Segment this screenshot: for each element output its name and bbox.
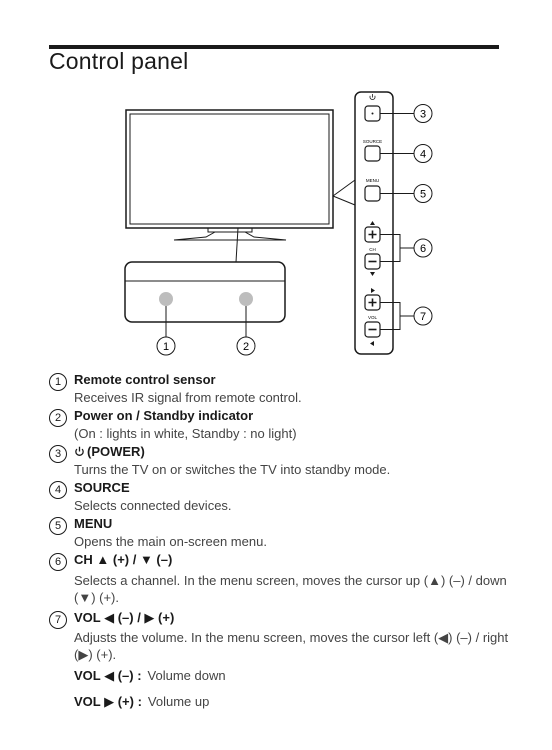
item-desc: Selects a channel. In the menu screen, m… bbox=[74, 573, 507, 605]
vol-up-key: VOL ▶ (+) : bbox=[74, 694, 142, 709]
svg-text:1: 1 bbox=[163, 341, 169, 353]
item-desc: (On : lights in white, Standby : no ligh… bbox=[74, 426, 297, 441]
svg-text:MENU: MENU bbox=[366, 178, 379, 183]
svg-text:7: 7 bbox=[420, 311, 426, 323]
item-number: 4 bbox=[49, 481, 67, 499]
item-title: VOL ◀ (–) / ▶ (+) bbox=[74, 610, 175, 625]
vol-down-key: VOL ◀ (–) : bbox=[74, 668, 142, 683]
power-indicator-dot bbox=[239, 292, 253, 306]
item-desc: Opens the main on-screen menu. bbox=[74, 534, 267, 549]
vol-down-note: VOL ◀ (–) : Volume down bbox=[74, 668, 226, 684]
power-icon bbox=[369, 94, 376, 100]
item-desc: Adjusts the volume. In the menu screen, … bbox=[74, 630, 509, 662]
svg-text:4: 4 bbox=[420, 149, 426, 161]
item-title: Remote control sensor bbox=[74, 372, 216, 387]
svg-text:VOL: VOL bbox=[368, 315, 378, 320]
control-panel-diagram: 1 2 SOURCE MENU CH VOL bbox=[124, 91, 433, 356]
power-icon bbox=[75, 446, 84, 456]
item-number: 1 bbox=[49, 373, 67, 391]
vol-down-value: Volume down bbox=[147, 668, 226, 683]
item-title: CH ▲ (+) / ▼ (–) bbox=[74, 552, 173, 567]
item-title-wrap: (POWER) bbox=[74, 444, 145, 459]
header-rule bbox=[49, 45, 499, 49]
magnified-bottom-panel: 1 2 bbox=[124, 261, 286, 356]
page-title: Control panel bbox=[49, 48, 189, 74]
vol-up-value: Volume up bbox=[147, 694, 210, 709]
svg-text:3: 3 bbox=[420, 109, 426, 121]
remote-sensor-dot bbox=[159, 292, 173, 306]
item-desc: Receives IR signal from remote control. bbox=[74, 390, 302, 405]
item-number: 2 bbox=[49, 409, 67, 427]
item-desc: Turns the TV on or switches the TV into … bbox=[74, 462, 391, 477]
svg-text:2: 2 bbox=[243, 341, 249, 353]
side-button-panel: SOURCE MENU CH VOL bbox=[354, 91, 394, 355]
item-number: 7 bbox=[49, 611, 67, 629]
svg-text:5: 5 bbox=[420, 189, 426, 201]
item-number: 6 bbox=[49, 553, 67, 571]
vol-up-note: VOL ▶ (+) : Volume up bbox=[74, 694, 209, 710]
item-number: 3 bbox=[49, 445, 67, 463]
svg-text:6: 6 bbox=[420, 243, 426, 255]
item-title: SOURCE bbox=[74, 480, 130, 495]
tv-illustration bbox=[125, 109, 334, 263]
svg-text:CH: CH bbox=[369, 247, 376, 252]
item-desc: Selects connected devices. bbox=[74, 498, 232, 513]
item-title: MENU bbox=[74, 516, 113, 531]
item-title: Power on / Standby indicator bbox=[74, 408, 254, 423]
svg-text:SOURCE: SOURCE bbox=[363, 139, 382, 144]
item-number: 5 bbox=[49, 517, 67, 535]
item-title: (POWER) bbox=[87, 444, 145, 459]
side-callouts: 3 4 5 6 7 bbox=[413, 104, 433, 326]
